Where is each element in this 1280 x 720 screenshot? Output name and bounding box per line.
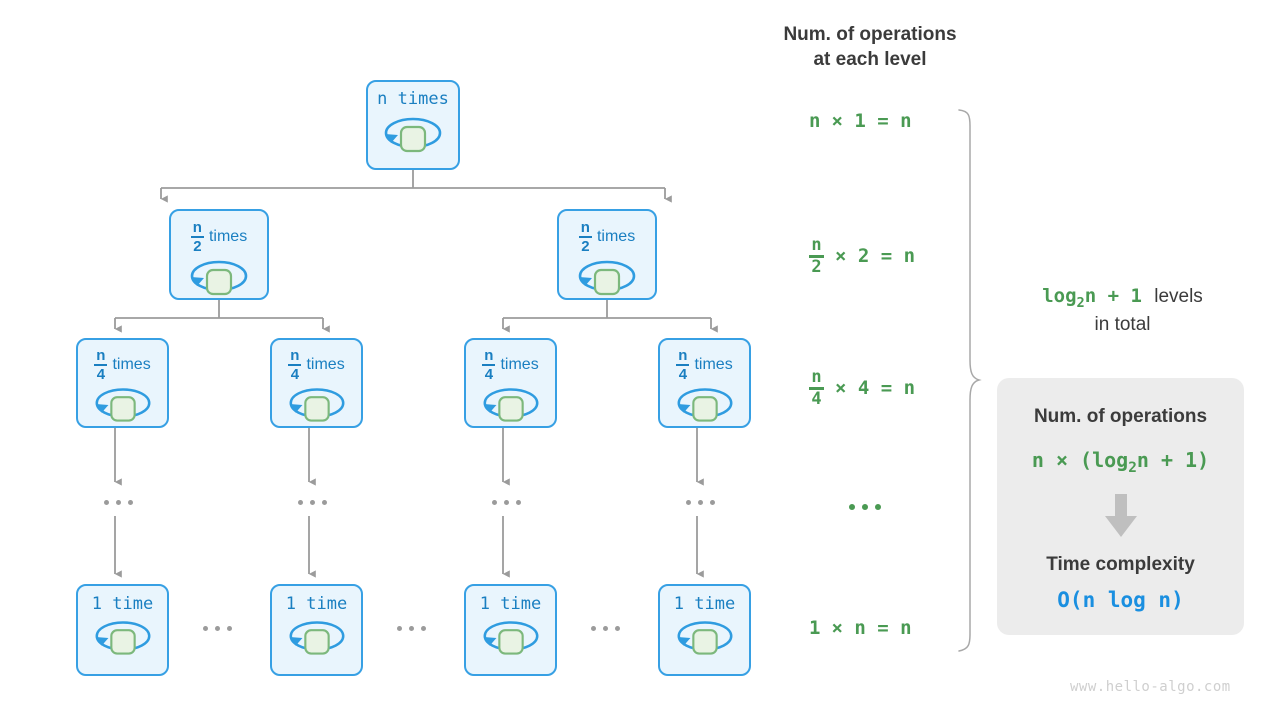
tree-node-level3-3[interactable]: n 4 times [464,338,557,428]
fraction-bar [676,364,690,366]
loop-icon [477,383,545,427]
fraction-bar [482,364,496,366]
ellipsis-leaf-gap-1 [203,626,232,631]
levels-in-total-note: log2n + 1 levels in total [1000,284,1245,338]
summary-heading-operations: Num. of operations [1033,406,1208,427]
node-label-word: times [500,356,539,373]
watermark: www.hello-algo.com [1070,679,1231,695]
summary-operations-formula: n × (log2n + 1) [1031,448,1210,476]
fraction-n-over-4: n 4 [288,347,302,383]
node-label-text: 1 time [285,594,348,614]
operations-row-3: n 4 × 4 = n [809,369,915,408]
node-label-leaf-4: 1 time [674,596,735,613]
node-label-text: 1 time [91,594,154,614]
tree-node-level3-4[interactable]: n 4 times [658,338,751,428]
summary-heading-complexity: Time complexity [1046,554,1195,575]
loop-icon [378,113,448,157]
tree-node-root[interactable]: n times [366,80,460,170]
ellipsis-level-1 [104,500,133,505]
down-arrow-icon [1103,494,1139,538]
fraction-bar [288,364,302,366]
fraction-n-over-2: n 2 [190,219,204,255]
loop-icon [671,616,739,660]
tree-node-leaf-1[interactable]: 1 time [76,584,169,676]
levels-line2: in total [1094,314,1151,336]
operand-right: × 1 = n [831,110,912,132]
node-label-leaf-3: 1 time [480,596,541,613]
ellipsis-operations [849,504,881,510]
fraction-n-over-4: n 4 [94,347,108,383]
node-label-level3-1: n 4 times [94,347,151,383]
operations-column-heading: Num. of operations at each level [783,24,957,70]
node-label-word: times [694,356,733,373]
ellipsis-level-3 [492,500,521,505]
operand-left: n [809,110,821,132]
levels-word: levels [1154,286,1203,307]
levels-brace [955,108,985,653]
tree-node-level3-1[interactable]: n 4 times [76,338,169,428]
operand-left: 1 [809,617,821,639]
ellipsis-leaf-gap-2 [397,626,426,631]
node-label-word: times [112,356,151,373]
loop-icon [572,256,642,300]
fraction-bar [809,387,824,390]
tree-node-level2-right[interactable]: n 2 times [557,209,657,300]
tree-node-leaf-2[interactable]: 1 time [270,584,363,676]
tree-node-leaf-3[interactable]: 1 time [464,584,557,676]
node-label-level3-4: n 4 times [676,347,733,383]
tree-node-leaf-4[interactable]: 1 time [658,584,751,676]
node-label-leaf-1: 1 time [92,596,153,613]
ellipsis-level-4 [686,500,715,505]
summary-box: Num. of operations n × (log2n + 1) Time … [997,378,1244,635]
fraction-bar [578,236,592,238]
operations-row-2: n 2 × 2 = n [809,237,915,276]
fraction-bar [190,236,204,238]
operand-right: × 2 = n [835,244,916,267]
node-label-text: 1 time [673,594,736,614]
loop-icon [283,616,351,660]
node-label-level2-left: n 2 times [190,219,248,255]
fraction-n-over-2: n 2 [809,237,824,276]
loop-icon [477,616,545,660]
node-label-text: n times [377,89,449,109]
node-label-root: n times [377,91,449,108]
fraction-n-over-2: n 2 [578,219,592,255]
node-label-level3-3: n 4 times [482,347,539,383]
node-label-level3-2: n 4 times [288,347,345,383]
node-label-text: 1 time [479,594,542,614]
fraction-n-over-4: n 4 [809,369,824,408]
summary-complexity-value: O(n log n) [1057,588,1184,612]
ellipsis-level-2 [298,500,327,505]
node-label-word: times [596,228,636,245]
fraction-bar [94,364,108,366]
node-label-word: times [306,356,345,373]
fraction-bar [809,255,824,258]
node-label-word: times [208,228,248,245]
operand-right: × 4 = n [835,376,916,399]
ellipsis-leaf-gap-3 [591,626,620,631]
loop-icon [671,383,739,427]
levels-formula: log2n + 1 [1042,285,1142,311]
fraction-n-over-4: n 4 [676,347,690,383]
loop-icon [89,616,157,660]
fraction-n-over-4: n 4 [482,347,496,383]
node-label-leaf-2: 1 time [286,596,347,613]
operations-row-5: 1 × n = n [809,619,912,638]
tree-node-level2-left[interactable]: n 2 times [169,209,269,300]
node-label-level2-right: n 2 times [578,219,636,255]
operand-right: × n = n [831,617,912,639]
loop-icon [89,383,157,427]
operations-row-1: n × 1 = n [809,112,912,131]
loop-icon [184,256,254,300]
tree-node-level3-2[interactable]: n 4 times [270,338,363,428]
loop-icon [283,383,351,427]
